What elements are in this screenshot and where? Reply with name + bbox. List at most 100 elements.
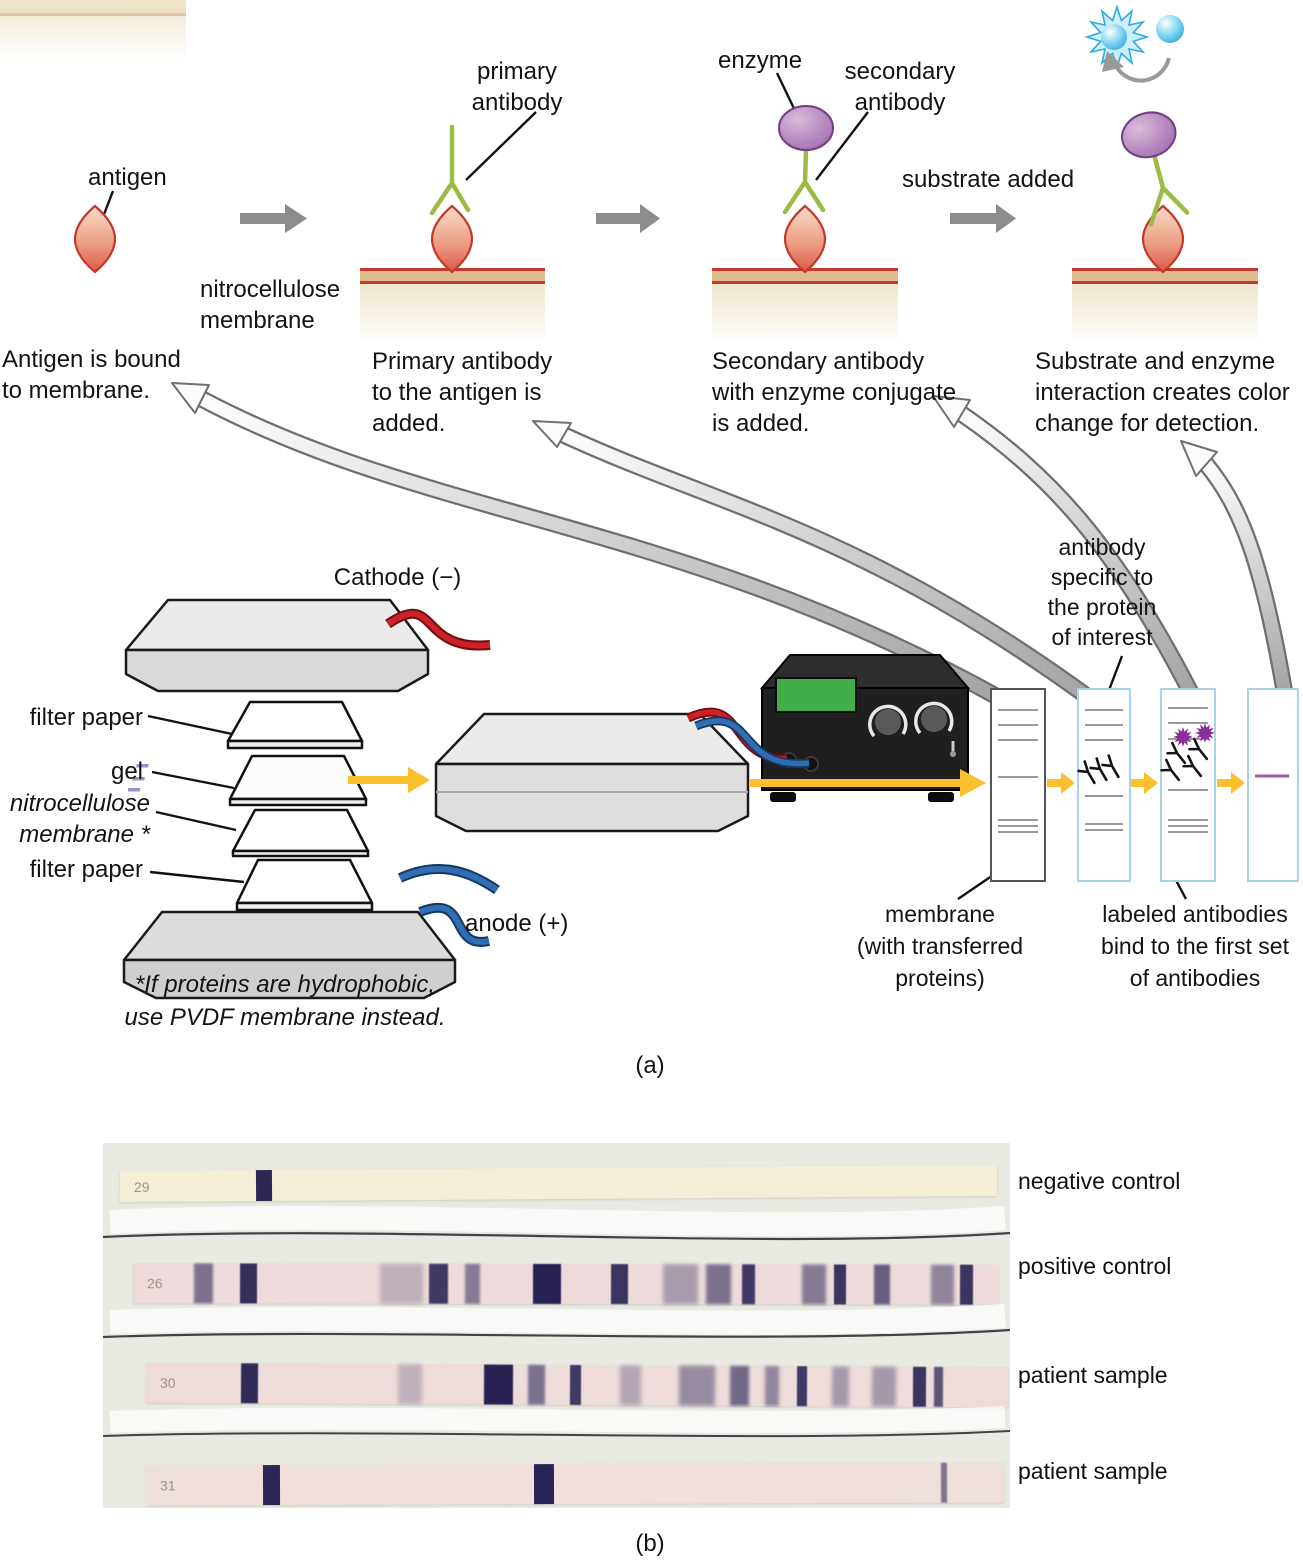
strip-transferred-proteins <box>990 688 1046 882</box>
blot-band <box>706 1264 731 1305</box>
power-supply-foot <box>770 792 796 802</box>
strip-id-mark: 29 <box>133 1178 150 1195</box>
protein-band <box>1168 789 1208 791</box>
membrane-cross-section <box>712 268 898 284</box>
strip-id-mark: 30 <box>159 1374 176 1391</box>
nitrocellulose-layer <box>231 808 370 858</box>
power-supply-display <box>775 677 857 713</box>
filter-paper-top-label: filter paper <box>29 704 143 731</box>
blot-row-label: negative control <box>1018 1168 1181 1194</box>
protein-band <box>998 831 1038 833</box>
protein-band <box>998 819 1038 821</box>
blot-band <box>379 1263 424 1304</box>
blot-band <box>527 1364 546 1405</box>
membrane-cross-section <box>360 268 545 284</box>
membrane-note: membrane (with transferred proteins) <box>856 901 1024 991</box>
transfer-cassette <box>434 712 750 833</box>
gel-label: gel <box>110 758 143 785</box>
positive-port <box>781 752 797 768</box>
step-arrow-2 <box>596 204 660 233</box>
panel-b-label: (b) <box>635 1530 665 1557</box>
blot-band <box>240 1363 259 1404</box>
blot-band <box>533 1464 555 1505</box>
blot-band <box>741 1264 755 1305</box>
stage1-caption: Antigen is bound to membrane. <box>2 346 181 404</box>
antigen-icon <box>783 204 827 274</box>
labeled-antibodies-note: labeled antibodies bind to the first set… <box>1101 901 1289 991</box>
secondary-antibody-enzyme-icon <box>1121 111 1190 227</box>
antigen-label: antigen <box>88 164 167 191</box>
blot-band <box>764 1365 779 1407</box>
enzyme-label: enzyme <box>718 47 803 74</box>
protein-band <box>1085 739 1123 741</box>
protein-band <box>1085 709 1123 711</box>
blot-band <box>569 1364 582 1406</box>
blot-band <box>397 1364 422 1405</box>
blot-band <box>730 1365 750 1406</box>
cathode-wire <box>385 608 491 651</box>
blot-photo: 29 26 30 31 <box>103 1143 1010 1508</box>
protein-band <box>1168 819 1208 821</box>
strip-primary-antibody <box>1077 688 1131 882</box>
step-arrow-3 <box>950 204 1016 233</box>
blot-band <box>483 1364 514 1405</box>
antigen-icon <box>430 204 474 274</box>
stage2-caption: Primary antibody to the antigen is added… <box>372 348 553 437</box>
panel-a-label: (a) <box>635 1052 665 1079</box>
protein-band <box>998 724 1038 726</box>
enzyme-icon <box>1121 111 1177 159</box>
blot-band <box>834 1264 846 1305</box>
strip-id-mark: 31 <box>159 1477 176 1494</box>
blot-band <box>533 1263 561 1304</box>
substrate-added-label: substrate added <box>901 166 1075 193</box>
filter-paper-top <box>226 700 364 750</box>
blot-row-label: patient sample <box>1018 1362 1168 1388</box>
secondary-antibody-label: secondary antibody <box>844 58 956 116</box>
primary-antibody-icon <box>429 124 471 216</box>
membrane-body <box>0 0 186 62</box>
primary-antibody-label: primary antibody <box>471 58 563 116</box>
anode-label: anode (+) <box>465 910 569 937</box>
blot-band <box>931 1264 954 1305</box>
protein-band <box>998 739 1038 741</box>
blot-strip: 26 <box>132 1263 1000 1305</box>
blot-band <box>940 1462 947 1503</box>
cathode-label: Cathode (−) <box>333 564 462 591</box>
power-supply-foot <box>928 792 954 802</box>
ribbon-arrow-to-stage4 <box>1180 440 1294 697</box>
reaction-arrow-icon <box>1102 51 1171 83</box>
membrane-body <box>360 284 545 346</box>
blot-band <box>678 1365 716 1406</box>
cathode-plate <box>124 598 430 693</box>
protein-band <box>998 709 1038 711</box>
negative-port <box>803 756 819 772</box>
strip-developed <box>1247 688 1299 882</box>
secondary-antibody-enzyme-icon <box>778 105 834 215</box>
membrane-body <box>712 284 898 346</box>
blot-band <box>429 1263 449 1304</box>
protein-band <box>1168 738 1208 740</box>
substrate-sphere-icon <box>1156 15 1184 43</box>
step-arrow-1 <box>240 204 307 233</box>
blot-band <box>913 1366 927 1407</box>
blot-row-label: positive control <box>1018 1253 1172 1279</box>
blot-row-label: patient sample <box>1018 1458 1168 1484</box>
strip-labeled-antibody <box>1160 688 1216 882</box>
filter-paper-bottom-label: filter paper <box>29 856 143 883</box>
blot-band <box>832 1366 850 1407</box>
protein-band <box>998 825 1038 827</box>
voltage-knob <box>875 709 901 735</box>
antibody-specific-note: antibody specific to the protein of inte… <box>1047 534 1157 650</box>
protein-band <box>1168 722 1208 724</box>
blot-band <box>239 1263 257 1304</box>
blot-band <box>255 1170 272 1202</box>
stage3-caption: Secondary antibody with enzyme conjugate… <box>712 348 957 437</box>
blot-band <box>801 1264 826 1305</box>
protein-band <box>1168 831 1208 833</box>
blot-strip: 29 <box>119 1164 998 1203</box>
stage4-caption: Substrate and enzyme interaction creates… <box>1035 348 1290 437</box>
enzyme-icon <box>778 105 834 151</box>
step-arrows <box>240 204 1016 233</box>
membrane-body <box>1072 284 1258 346</box>
